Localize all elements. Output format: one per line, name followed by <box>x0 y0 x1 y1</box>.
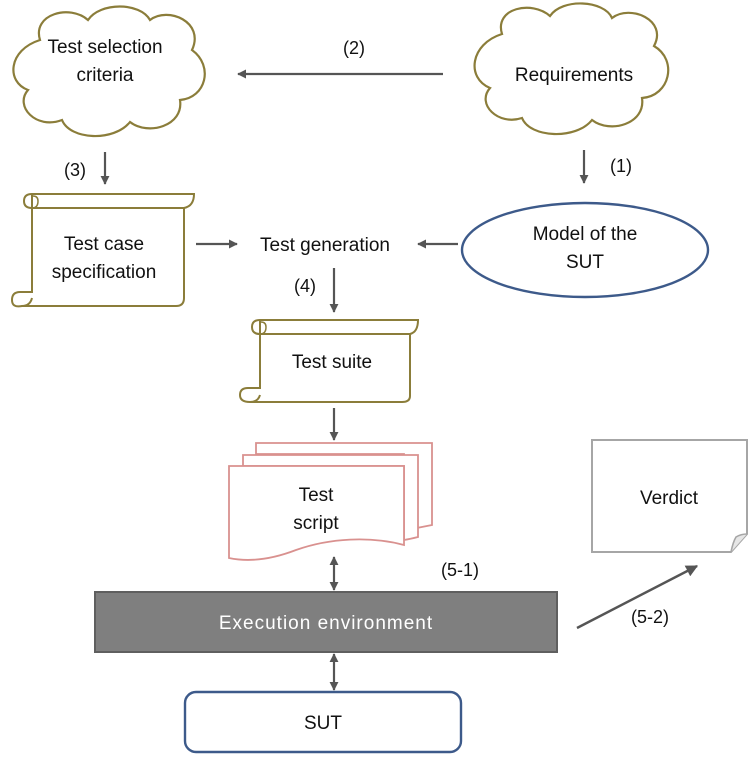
test-suite-scroll: Test suite <box>238 319 420 404</box>
test-case-specification-line1: Test case <box>64 234 144 255</box>
execution-environment-bar: Execution environment <box>94 591 558 653</box>
model-of-sut-line1: Model of the <box>533 224 638 245</box>
step-label-2: (2) <box>343 38 365 58</box>
test-selection-criteria-line1: Test selection <box>47 37 162 58</box>
step-label-1: (1) <box>610 156 632 176</box>
test-selection-criteria-cloud: Test selection criteria <box>12 5 206 138</box>
model-of-sut-ellipse: Model of the SUT <box>460 201 710 299</box>
test-selection-criteria-line2: criteria <box>76 65 133 86</box>
model-of-sut-line2: SUT <box>566 252 604 273</box>
step-label-5-1: (5-1) <box>441 560 479 580</box>
test-suite-label: Test suite <box>292 352 372 373</box>
test-generation-label: Test generation <box>260 235 390 256</box>
verdict-note: Verdict <box>591 439 748 553</box>
step-label-5-2: (5-2) <box>631 607 669 627</box>
step-label-4: (4) <box>294 276 316 296</box>
sut-label: SUT <box>304 713 342 734</box>
requirements-label: Requirements <box>515 65 633 86</box>
arrow-environment-to-verdict <box>576 564 699 630</box>
step-label-3: (3) <box>64 160 86 180</box>
test-case-specification-scroll: Test case specification <box>10 193 196 308</box>
test-case-specification-line2: specification <box>52 262 157 283</box>
sut-box: SUT <box>183 690 463 754</box>
test-script-documents: Test script <box>228 442 433 561</box>
test-script-line2: script <box>293 513 339 534</box>
execution-environment-label: Execution environment <box>219 613 433 634</box>
test-script-line1: Test <box>299 485 335 506</box>
requirements-cloud: Requirements <box>473 2 670 136</box>
verdict-label: Verdict <box>640 488 699 509</box>
